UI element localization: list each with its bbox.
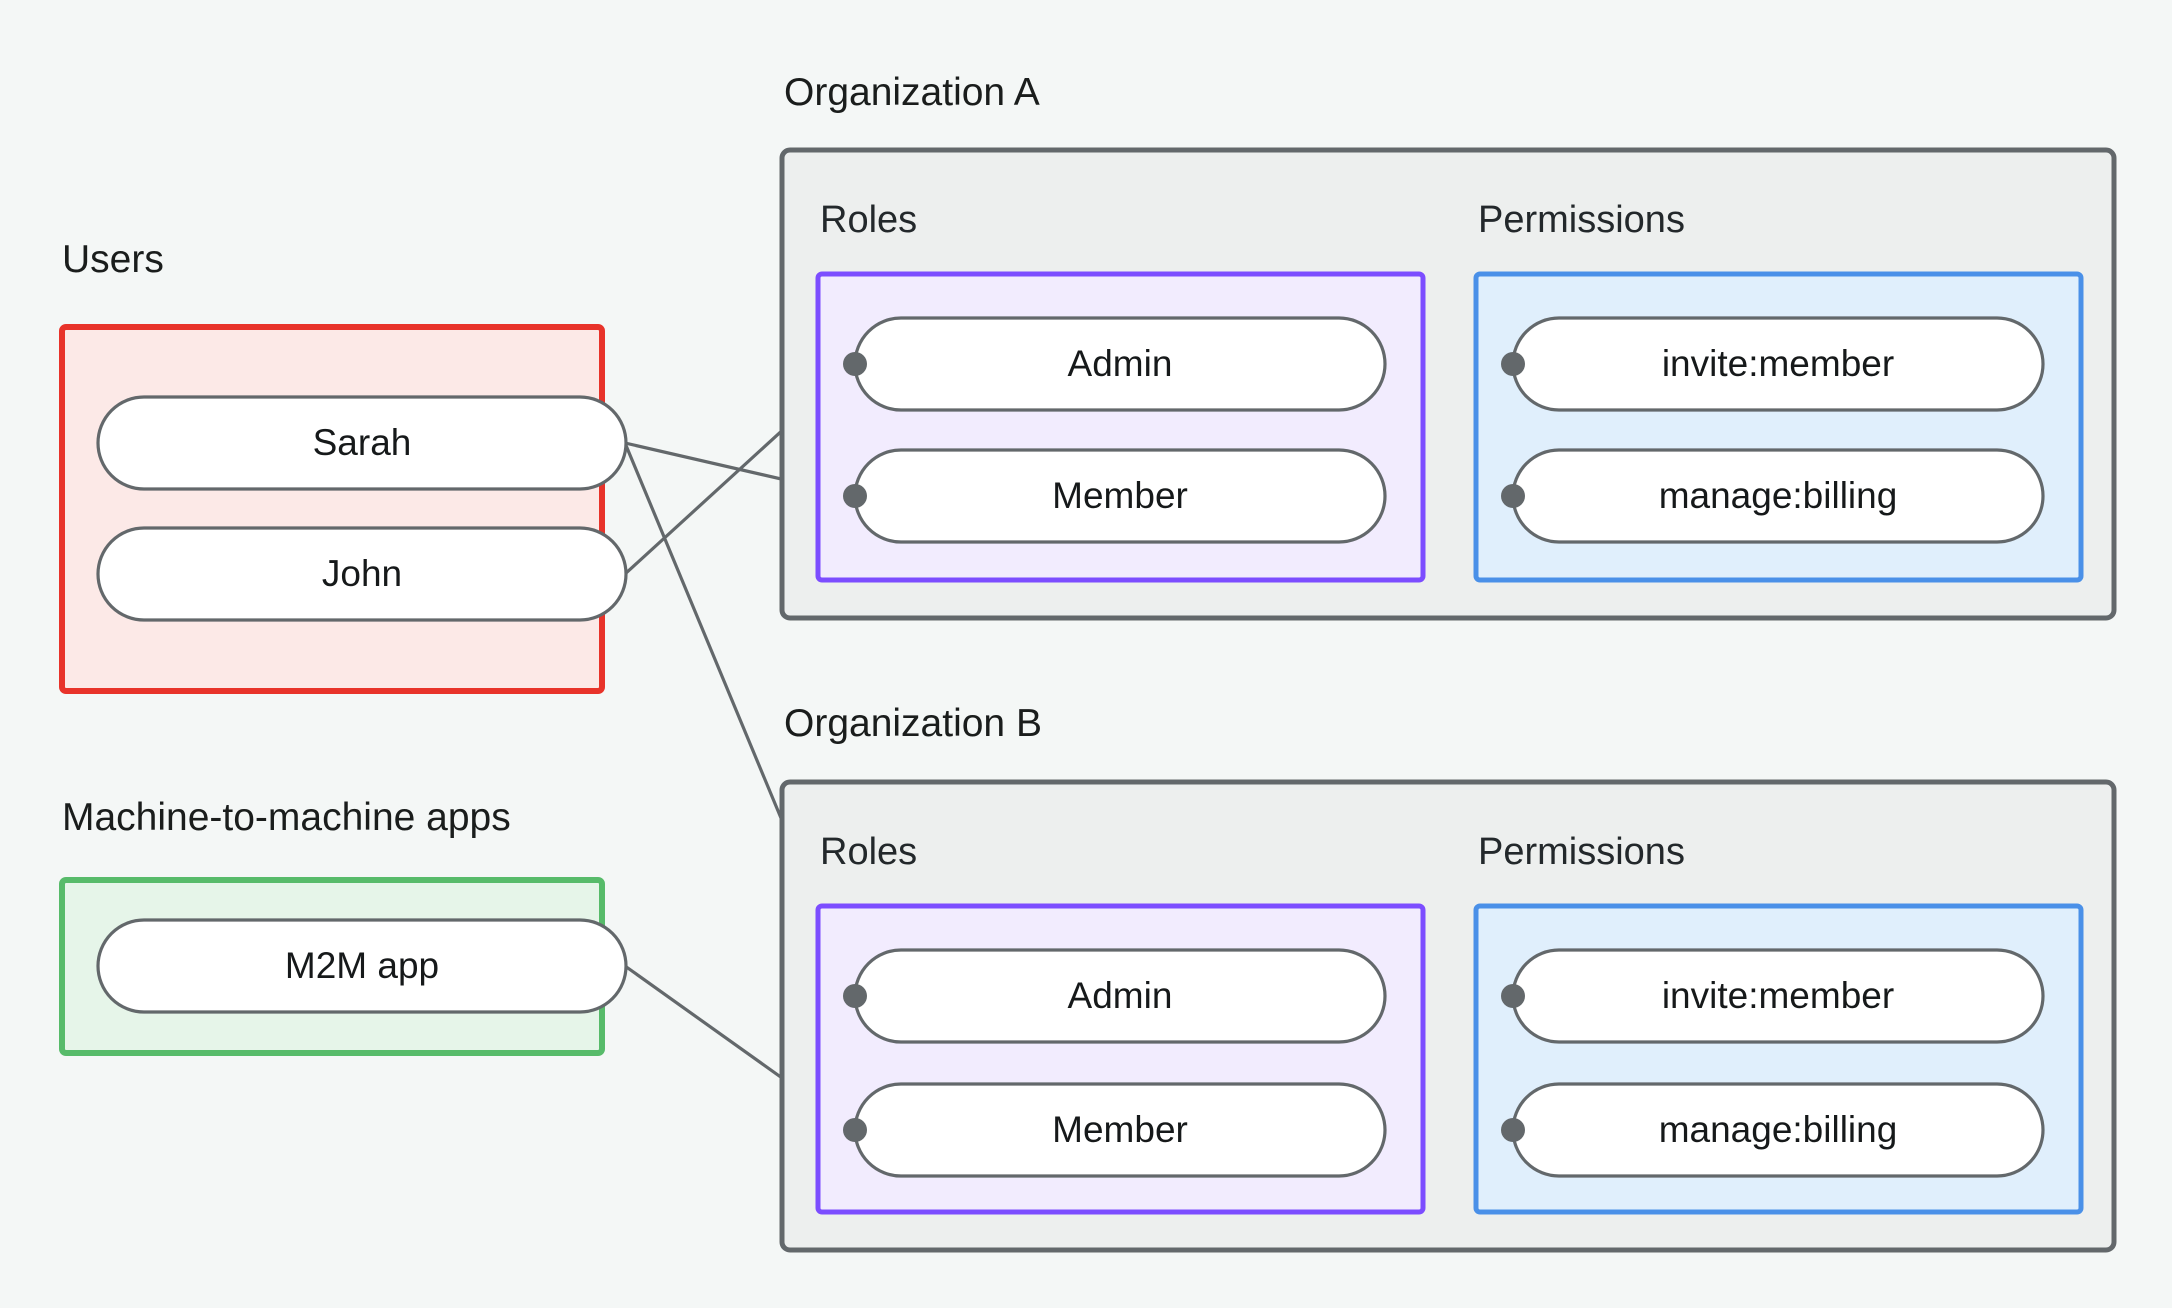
node-org-b-member[interactable]: Member (853, 1082, 1387, 1178)
node-john-shape[interactable] (96, 526, 628, 622)
endpoint-dot-org-b-admin (843, 984, 867, 1008)
node-org-a-member-label: Member (1052, 475, 1188, 516)
org-b-permissions-label: Permissions (1478, 831, 1685, 873)
node-org-a-invite-member-label: invite:member (1662, 343, 1894, 384)
node-sarah-label: Sarah (313, 422, 412, 463)
node-m2m-app[interactable]: M2M app (96, 918, 628, 1014)
node-org-b-manage-billing[interactable]: manage:billing (1511, 1082, 2045, 1178)
node-org-b-invite-member[interactable]: invite:member (1511, 948, 2045, 1044)
endpoint-dot-org-a-manage-billing (1501, 484, 1525, 508)
org-a-title: Organization A (784, 71, 1040, 114)
m2m-group-label: Machine-to-machine apps (62, 796, 511, 839)
node-org-a-admin[interactable]: Admin (853, 316, 1387, 412)
node-org-b-admin[interactable]: Admin (853, 948, 1387, 1044)
endpoint-dot-org-a-invite-member (1501, 352, 1525, 376)
node-org-a-manage-billing-label: manage:billing (1659, 475, 1898, 516)
node-org-b-manage-billing-label: manage:billing (1659, 1109, 1898, 1150)
node-john-label: John (322, 553, 402, 594)
org-a-permissions-label: Permissions (1478, 199, 1685, 241)
org-b-roles-label: Roles (820, 831, 917, 873)
node-sarah-shape[interactable] (96, 395, 628, 491)
node-org-a-admin-label: Admin (1068, 343, 1173, 384)
node-m2m-app-label: M2M app (285, 945, 439, 986)
endpoint-dot-org-a-member (843, 484, 867, 508)
endpoint-dot-org-b-member (843, 1118, 867, 1142)
users-group-label: Users (62, 238, 164, 281)
endpoint-dot-org-b-invite-member (1501, 984, 1525, 1008)
endpoint-dot-org-b-manage-billing (1501, 1118, 1525, 1142)
endpoint-dot-org-a-admin (843, 352, 867, 376)
org-b-title: Organization B (784, 702, 1042, 745)
users-group-box (59, 324, 605, 694)
node-org-b-invite-member-label: invite:member (1662, 975, 1894, 1016)
node-john[interactable]: John (96, 526, 628, 622)
node-org-a-invite-member[interactable]: invite:member (1511, 316, 2045, 412)
node-org-a-manage-billing[interactable]: manage:billing (1511, 448, 2045, 544)
node-org-b-admin-label: Admin (1068, 975, 1173, 1016)
node-sarah[interactable]: Sarah (96, 395, 628, 491)
node-org-a-member[interactable]: Member (853, 448, 1387, 544)
org-a-roles-label: Roles (820, 199, 917, 241)
edge-endpoint-layer (843, 352, 1525, 1142)
node-org-b-member-label: Member (1052, 1109, 1188, 1150)
node-m2m-app-shape[interactable] (96, 918, 628, 1014)
